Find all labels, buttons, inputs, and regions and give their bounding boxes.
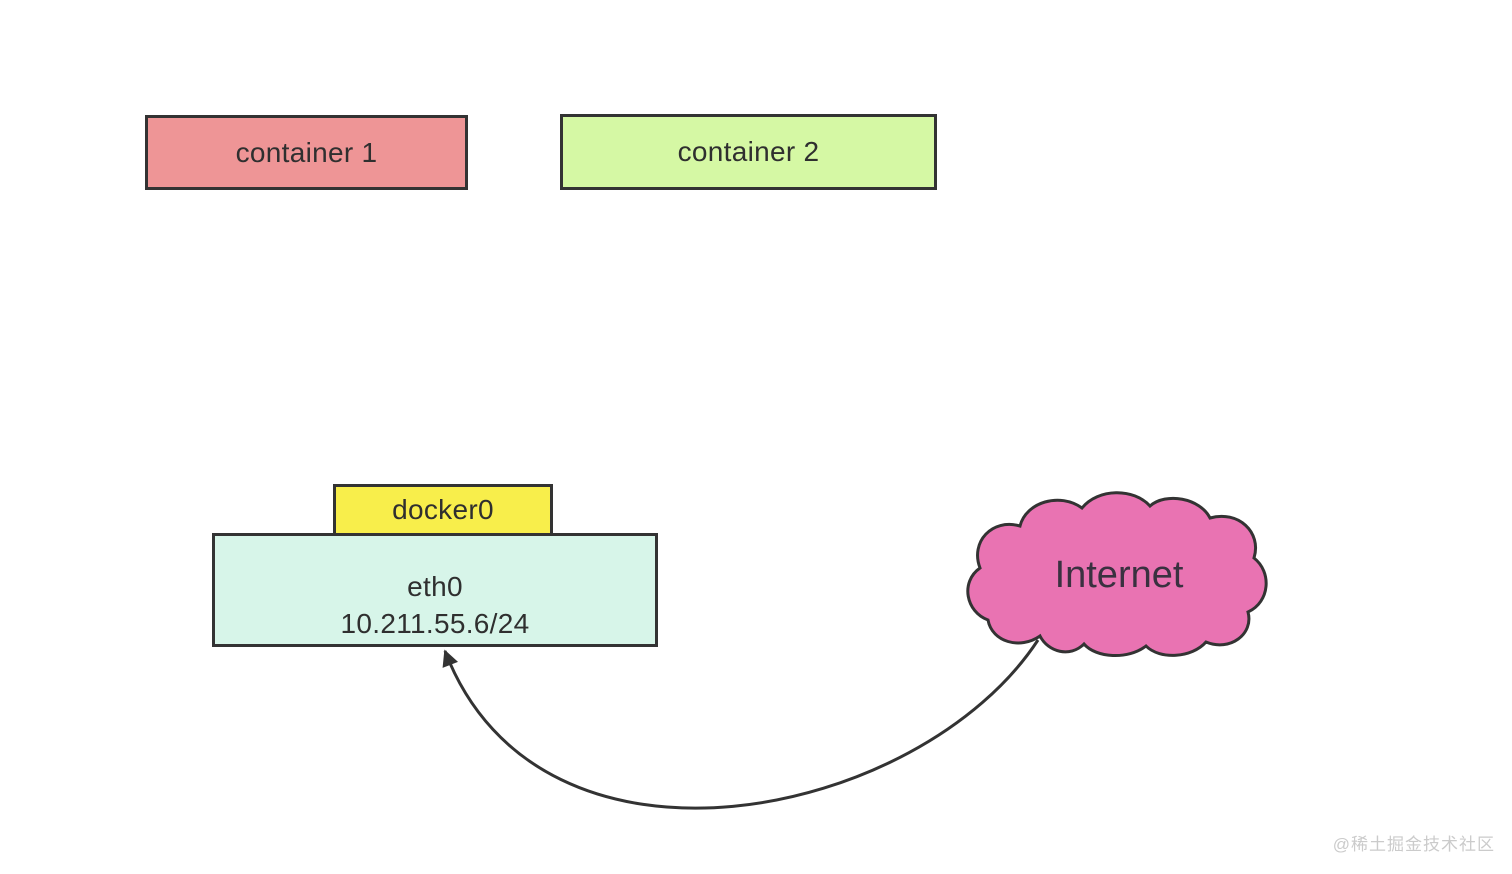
docker0-label: docker0 <box>392 494 494 525</box>
eth0-node: eth0 10.211.55.6/24 <box>212 533 658 647</box>
container-2-label: container 2 <box>677 136 820 167</box>
internet-cloud-shape <box>966 491 1268 658</box>
internet-to-eth0-arrow <box>442 639 1040 810</box>
eth0-ip-address: 10.211.55.6/24 <box>340 608 530 639</box>
container-1-label: container 1 <box>235 136 378 168</box>
docker0-node: docker0 <box>333 484 553 536</box>
container-2-node: container 2 <box>560 114 937 190</box>
container-1-node: container 1 <box>145 115 468 190</box>
eth0-label: eth0 <box>407 571 463 602</box>
watermark: @稀土掘金技术社区 <box>1332 835 1495 854</box>
